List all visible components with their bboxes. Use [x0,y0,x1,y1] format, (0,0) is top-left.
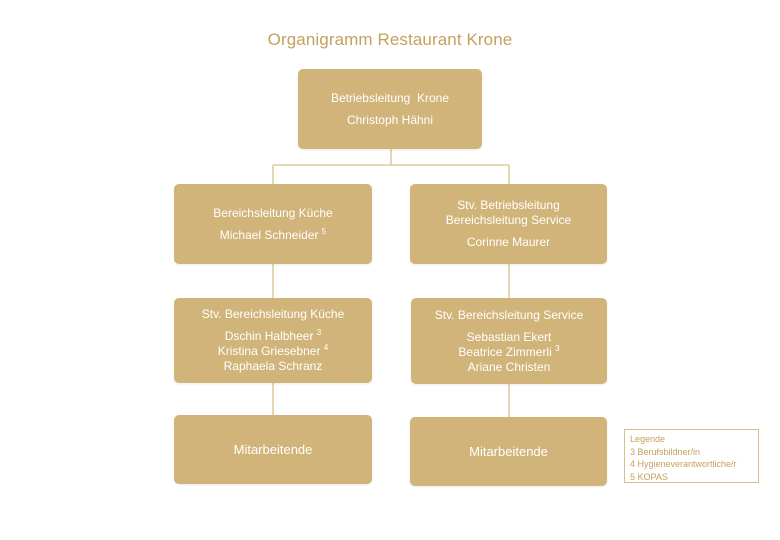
legend-item: 3 Berufsbildner/in [630,446,701,457]
service-deputy-member: Beatrice Zimmerli 3 [458,343,560,360]
service-deputy-member: Ariane Christen [468,360,551,375]
box-stv-bereichsleitung-service: Stv. Bereichsleitung Service Sebastian E… [411,298,607,384]
legend-title: Legende [630,434,666,444]
kitchen-staff-label: Mitarbeitende [233,442,313,457]
member-name: Ariane Christen [467,359,551,374]
member-name: Beatrice Zimmerli [458,344,552,359]
legend-item: 4 Hygieneverantwortliche/r [630,459,737,469]
kitchen-deputy-role: Stv. Bereichsleitung Küche [201,307,345,321]
kitchen-name-footnote: 5 [321,226,327,236]
box-stv-bereichsleitung-kueche: Stv. Bereichsleitung Küche Dschin Halbhe… [174,298,372,383]
member-name: Sebastian Ekert [466,329,552,344]
service-deputy-role: Stv. Bereichsleitung Service [434,307,584,322]
box-bereichsleitung-kueche: Bereichsleitung Küche Michael Schneider … [174,184,372,264]
legend-item: 5 KOPAS [630,471,668,482]
service-role-line2: Bereichsleitung Service [445,213,572,227]
service-name: Corinne Maurer [466,235,551,249]
root-role: Betriebsleitung Krone [330,90,450,105]
service-role-line1: Stv. Betriebsleitung [457,198,560,212]
chart-title: Organigramm Restaurant Krone [267,30,513,49]
kitchen-role: Bereichsleitung Küche [213,205,333,220]
kitchen-deputy-member: Dschin Halbheer 3 [225,329,322,344]
kitchen-name: Michael Schneider [219,227,319,242]
member-footnote: 3 [555,343,560,353]
legend-box: Legende 3 Berufsbildner/in 4 Hygienevera… [624,429,759,483]
kitchen-deputy-member: Kristina Griesebner 4 [218,344,329,359]
service-deputy-member: Sebastian Ekert [467,330,552,345]
kitchen-name-line: Michael Schneider 5 [219,226,327,243]
root-name: Christoph Hähni [346,112,434,127]
box-betriebsleitung: Betriebsleitung Krone Christoph Hähni [298,69,482,149]
box-mitarbeitende-kueche: Mitarbeitende [174,415,372,484]
box-bereichsleitung-service: Stv. Betriebsleitung Bereichsleitung Ser… [410,184,607,264]
service-staff-label: Mitarbeitende [469,444,548,459]
member-footnote: 4 [323,343,329,352]
kitchen-deputy-member: Raphaela Schranz [224,359,323,374]
member-name: Dschin Halbheer [224,329,314,343]
member-footnote: 3 [316,328,322,337]
member-name: Raphaela Schranz [223,359,323,373]
box-mitarbeitende-service: Mitarbeitende [410,417,607,486]
member-name: Kristina Griesebner [217,344,321,358]
